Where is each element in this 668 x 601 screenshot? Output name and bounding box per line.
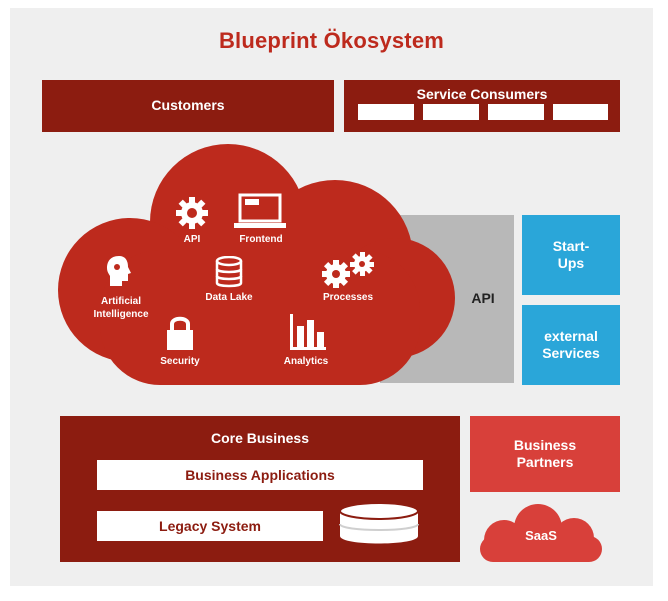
gear-icon xyxy=(176,197,208,229)
consumer-slot xyxy=(553,104,608,120)
legacy-database-icon xyxy=(339,502,419,544)
diagram-title: Blueprint Ökosystem xyxy=(218,28,445,53)
business-partners-box: Business Partners xyxy=(470,416,620,492)
service-consumers-label: Service Consumers xyxy=(416,86,548,102)
business-applications-bar: Business Applications xyxy=(97,460,423,490)
gears-icon xyxy=(322,252,374,288)
consumer-slot xyxy=(358,104,414,120)
analytics-label: Analytics xyxy=(283,356,329,367)
saas-cloud xyxy=(480,504,602,562)
processes-label: Processes xyxy=(322,292,374,303)
api-band-label: API xyxy=(471,290,495,306)
database-icon xyxy=(215,256,243,288)
core-business-title: Core Business xyxy=(210,430,310,446)
bar-chart-icon xyxy=(290,314,326,350)
ai-label-line2: Intelligence xyxy=(93,309,149,320)
business-partners-label-line1: Business xyxy=(513,437,577,453)
startups-box: Start- Ups xyxy=(522,215,620,295)
lock-icon xyxy=(167,316,193,350)
security-label: Security xyxy=(160,356,200,367)
consumer-slot xyxy=(488,104,544,120)
laptop-icon xyxy=(234,193,286,228)
customers-box: Customers xyxy=(42,80,334,132)
external-services-label-line1: external xyxy=(544,328,598,344)
service-consumers-box: Service Consumers xyxy=(344,80,620,132)
ai-label-line1: Artificial xyxy=(100,296,141,307)
cloud-api-label: API xyxy=(183,234,201,245)
external-services-label-line2: Services xyxy=(542,345,600,361)
customers-label: Customers xyxy=(151,97,225,113)
startups-label-line2: Ups xyxy=(557,255,585,271)
startups-label-line1: Start- xyxy=(552,238,590,254)
ai-head-icon xyxy=(107,256,131,286)
business-partners-label-line2: Partners xyxy=(516,454,574,470)
legacy-system-bar: Legacy System xyxy=(97,511,323,541)
external-services-box: external Services xyxy=(522,305,620,385)
data-lake-label: Data Lake xyxy=(205,292,253,303)
consumer-slot xyxy=(423,104,479,120)
saas-label: SaaS xyxy=(525,528,557,543)
frontend-label: Frontend xyxy=(239,234,283,245)
